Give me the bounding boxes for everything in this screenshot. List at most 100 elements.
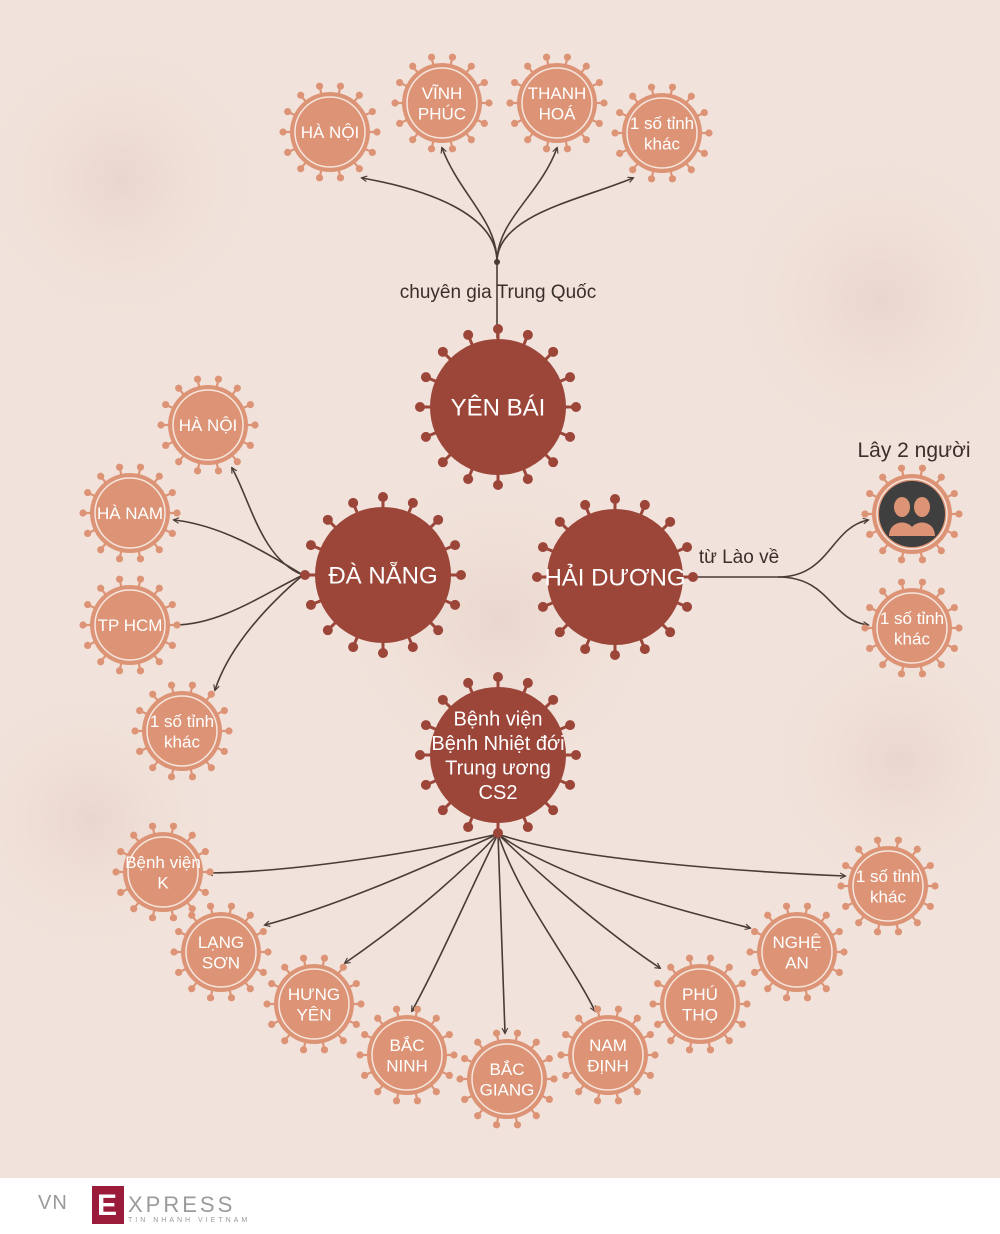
virus-spike-tip <box>751 928 759 936</box>
virus-spike-tip <box>913 919 921 927</box>
virus-spike-tip <box>437 805 448 816</box>
virus-spike-tip <box>629 166 637 174</box>
node-label-line: khác <box>644 134 680 153</box>
virus-spike-tip <box>571 402 581 412</box>
node-label: YÊN BÁI <box>451 395 546 422</box>
virus-spike-tip <box>136 667 145 675</box>
virus-spike-tip <box>445 1071 453 1079</box>
virus-spike-tip <box>84 489 92 497</box>
virus-spike-tip <box>413 1005 422 1013</box>
virus-ring <box>371 1019 443 1091</box>
virus-spike-tip <box>450 540 461 551</box>
node-dn-hanoi: HÀ NỘI <box>157 375 259 475</box>
virus-spike-tip <box>913 845 921 853</box>
node-yenbai: YÊN BÁI <box>415 324 581 490</box>
virus-spike-tip <box>493 828 503 838</box>
node-label-line: HẢI DƯƠNG <box>544 563 685 592</box>
virus-spike-tip <box>855 919 863 927</box>
edge-12 <box>777 576 868 625</box>
virus-ring <box>664 968 736 1040</box>
virus-spike-tip <box>565 779 576 790</box>
node-label: HÀ NỘI <box>179 416 238 435</box>
virus-spike-tip <box>391 99 399 107</box>
virus-spike-tip <box>562 1031 570 1039</box>
virus-spike-tip <box>155 546 163 554</box>
virus-body <box>402 63 482 143</box>
virus-spike-tip <box>148 822 157 830</box>
edge-8 <box>174 574 304 625</box>
virus-spike-tip <box>937 587 945 595</box>
node-label-line: PHÚ <box>682 985 718 1004</box>
virus-spike-tip <box>432 1014 440 1022</box>
virus-spike-tip <box>170 948 178 956</box>
node-label-line: Bệnh Nhiệt đới <box>431 733 564 755</box>
virus-spike-tip <box>513 1029 522 1037</box>
node-label-line: THỌ <box>682 1005 718 1024</box>
virus-spike-tip <box>155 584 163 592</box>
virus-spike-tip <box>647 83 656 91</box>
virus-spike-tip <box>685 954 694 962</box>
virus-spike-tip <box>474 1038 482 1046</box>
virus-spike-tip <box>461 1095 469 1103</box>
virus-spike-tip <box>173 509 181 517</box>
virus-ring <box>278 968 350 1040</box>
virus-body <box>872 588 952 668</box>
virus-body <box>315 507 451 643</box>
virus-spike-tip <box>593 1005 602 1013</box>
virus-spike-tip <box>268 980 276 988</box>
virus-spike-tip <box>392 1097 401 1105</box>
virus-spike-tip <box>130 905 138 913</box>
logo-e-box: E <box>92 1186 124 1224</box>
node-label-line: NINH <box>386 1056 428 1075</box>
virus-spike-tip <box>117 888 125 896</box>
virus-spike-tip <box>420 720 431 731</box>
virus-spike-tip <box>433 514 444 525</box>
virus-spike-tip <box>918 670 927 678</box>
virus-spike-tip <box>246 441 254 449</box>
virus-spike-tip <box>511 119 519 127</box>
virus-spike-tip <box>955 510 963 518</box>
node-label-line: Trung ương <box>445 757 551 779</box>
virus-spike-tip <box>115 463 124 471</box>
node-label: TP HCM <box>98 616 163 635</box>
virus-spike-tip <box>207 690 215 698</box>
edges <box>174 148 868 1033</box>
person-body <box>889 522 915 536</box>
edge-3 <box>496 148 557 263</box>
virus-spike-tip <box>115 575 124 583</box>
virus-spike-tip <box>357 1000 365 1008</box>
virus-spike-tip <box>246 401 254 409</box>
virus-spike-tip <box>492 1121 501 1129</box>
logo-tagline: TIN NHANH VIETNAM <box>128 1217 251 1224</box>
virus-spike-tip <box>532 572 542 582</box>
virus-spike-tip <box>725 963 733 971</box>
virus-spike-tip <box>894 928 903 936</box>
virus-spike-tip <box>409 62 417 70</box>
virus-spike-tip <box>580 499 591 510</box>
virus-body <box>274 964 354 1044</box>
virus-spike-tip <box>646 1031 654 1039</box>
virus-spike-tip <box>361 1071 369 1079</box>
virus-spike-tip <box>188 681 197 689</box>
virus-ring <box>761 916 833 988</box>
virus-spike-tip <box>842 862 850 870</box>
virus-body <box>142 691 222 771</box>
node-haiduong: HẢI DƯƠNG <box>532 494 698 660</box>
virus-ring <box>572 1019 644 1091</box>
virus-spike-tip <box>463 474 474 485</box>
virus-spike-tip <box>392 1005 401 1013</box>
virus-spike-tip <box>368 108 376 116</box>
virus-spike-tip <box>467 136 475 144</box>
virus-spike-tip <box>743 1000 751 1008</box>
virus-spike-tip <box>522 822 533 833</box>
